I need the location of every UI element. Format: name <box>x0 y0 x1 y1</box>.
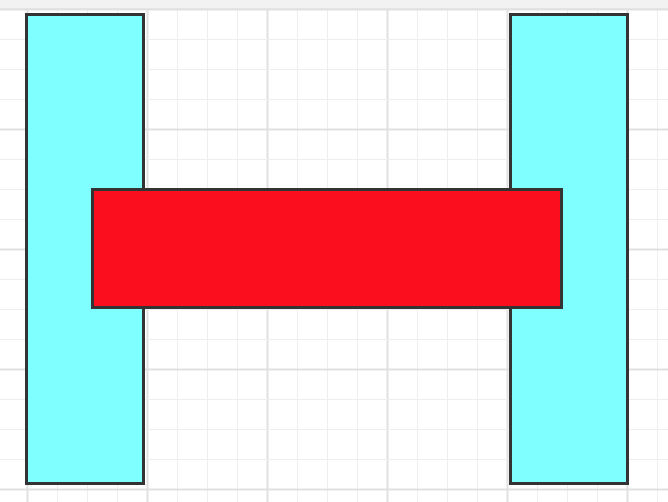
crossbar-rectangle[interactable] <box>91 188 563 309</box>
canvas-top-edge <box>0 0 668 9</box>
left-pillar-rectangle[interactable] <box>25 13 145 485</box>
